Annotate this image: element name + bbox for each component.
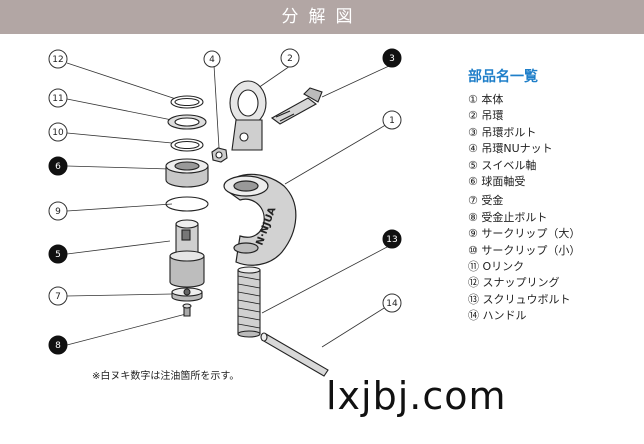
parts-list-items: ① 本体 ② 吊環 ③ 吊環ボルト ④ 吊環NUナット ⑤ スイベル軸 ⑥ 球面… xyxy=(468,92,580,325)
svg-text:10: 10 xyxy=(52,128,64,138)
callout-12: 12 xyxy=(48,49,68,69)
svg-text:12: 12 xyxy=(52,55,63,65)
callouts: 12 11 10 6 9 5 7 8 4 2 3 1 13 14 xyxy=(48,48,402,355)
list-item: ⑦ 受金 xyxy=(468,194,504,208)
svg-text:14: 14 xyxy=(386,299,398,309)
svg-text:6: 6 xyxy=(55,162,61,172)
callout-4: 4 xyxy=(203,50,221,68)
main-body-shape: N·NJUA xyxy=(223,173,297,266)
parts-list-title: 部品名一覧 xyxy=(468,69,538,85)
callout-8: 8 xyxy=(48,335,68,355)
svg-text:5: 5 xyxy=(55,250,61,260)
callout-7: 7 xyxy=(48,286,68,306)
svg-text:1: 1 xyxy=(389,116,395,126)
list-item: ⑥ 球面軸受 xyxy=(468,175,526,189)
list-item: ⑫ スナップリング xyxy=(468,276,560,290)
list-item: ⑬ スクリュウボルト xyxy=(468,292,571,306)
page-title: 分解図 xyxy=(281,7,363,27)
list-item: ② 吊環 xyxy=(468,109,504,123)
screw-bolt-shape xyxy=(237,266,261,338)
list-item: ⑪ Oリンク xyxy=(468,260,525,274)
list-item: ① 本体 xyxy=(468,93,504,106)
list-item: ⑭ ハンドル xyxy=(468,309,527,323)
list-item: ⑨ サークリップ（大） xyxy=(468,227,581,241)
callout-11: 11 xyxy=(48,88,68,108)
circlip-large-shape xyxy=(165,196,209,212)
lubrication-note: ※白ヌキ数字は注油箇所を示す。 xyxy=(92,371,240,382)
swivel-shaft-shape xyxy=(169,219,205,288)
svg-text:4: 4 xyxy=(209,55,215,65)
callout-1: 1 xyxy=(382,110,402,130)
header-bar: 分解図 xyxy=(0,0,644,34)
callout-13: 13 xyxy=(382,229,402,249)
callout-3: 3 xyxy=(382,48,402,68)
suspension-bolt-shape xyxy=(270,87,323,125)
list-item: ⑧ 受金止ボルト xyxy=(468,210,548,224)
callout-2: 2 xyxy=(280,48,300,68)
ring-stack xyxy=(165,95,209,212)
callout-5: 5 xyxy=(48,244,68,264)
svg-text:13: 13 xyxy=(386,235,397,245)
callout-6: 6 xyxy=(48,156,68,176)
svg-text:3: 3 xyxy=(389,54,395,64)
svg-text:11: 11 xyxy=(52,94,63,104)
callout-14: 14 xyxy=(382,293,402,313)
exploded-diagram: N·NJUA 12 11 10 6 9 5 7 8 4 2 3 1 13 14 xyxy=(48,48,402,377)
svg-text:8: 8 xyxy=(55,341,61,351)
list-item: ④ 吊環NUナット xyxy=(468,142,553,156)
list-item: ⑤ スイベル軸 xyxy=(468,158,537,172)
svg-text:2: 2 xyxy=(287,54,293,64)
svg-text:7: 7 xyxy=(55,292,61,302)
nut-shape xyxy=(211,147,228,163)
receiver-shape xyxy=(171,287,203,317)
handle-shape xyxy=(260,332,329,377)
watermark: lxjbj.com xyxy=(326,374,507,418)
callout-10: 10 xyxy=(48,122,68,142)
suspension-ring-shape xyxy=(229,80,267,151)
parts-list: 部品名一覧 ① 本体 ② 吊環 ③ 吊環ボルト ④ 吊環NUナット ⑤ スイベル… xyxy=(468,66,580,325)
leader-lines xyxy=(66,62,390,348)
list-item: ③ 吊環ボルト xyxy=(468,125,537,139)
callout-9: 9 xyxy=(48,201,68,221)
list-item: ⑩ サークリップ（小） xyxy=(468,243,581,257)
svg-text:9: 9 xyxy=(55,207,61,217)
